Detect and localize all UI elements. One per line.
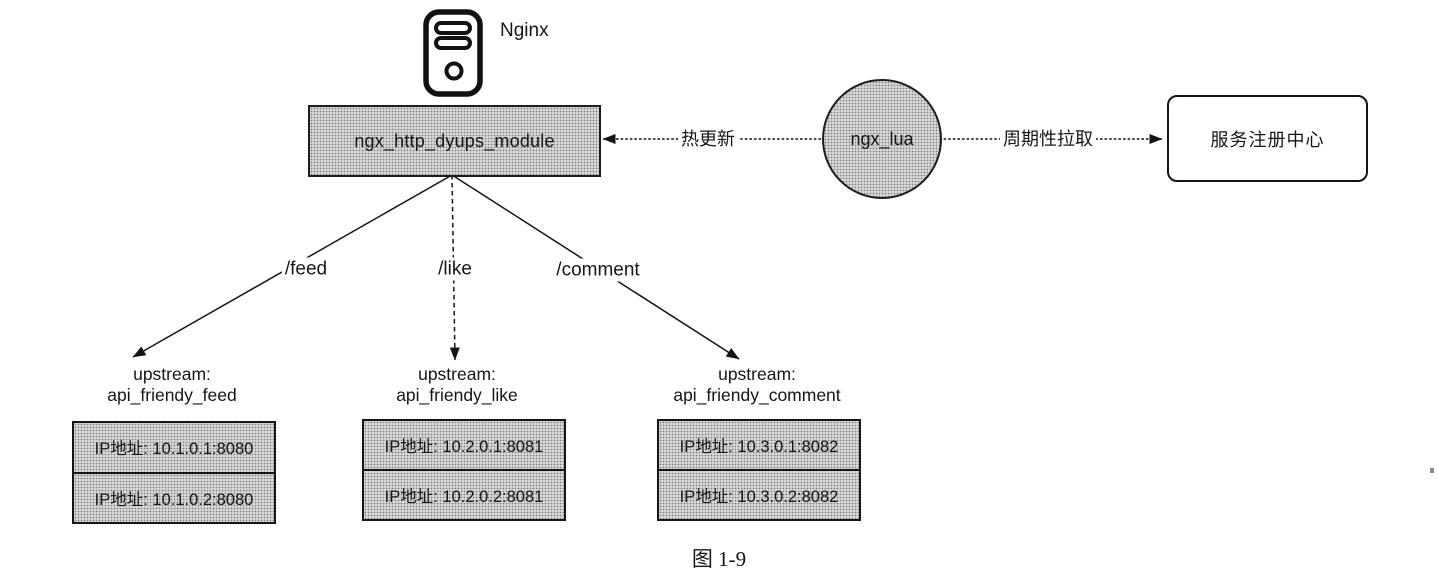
upstream-name: api_friendy_like [396,385,518,405]
upstream-servers-comment: IP地址: 10.3.0.1:8082 IP地址: 10.3.0.2:8082 [657,419,861,521]
service-registry-label: 服务注册中心 [1210,129,1325,150]
server-row: IP地址: 10.2.0.1:8081 [384,438,544,456]
hot-update-label: 热更新 [678,128,738,150]
upstream-name: api_friendy_comment [673,385,841,405]
upstream-prefix: upstream: [718,364,796,384]
server-row: IP地址: 10.3.0.2:8082 [659,469,859,519]
upstream-servers-feed: IP地址: 10.1.0.1:8080 IP地址: 10.1.0.2:8080 [72,421,276,524]
upstream-title-like: upstream: api_friendy_like [337,364,577,406]
nginx-label: Nginx [500,20,549,41]
ngx-lua-label: ngx_lua [850,128,914,149]
upstream-prefix: upstream: [133,364,211,384]
route-label-feed: /feed [281,257,331,281]
upstream-servers-like: IP地址: 10.2.0.1:8081 IP地址: 10.2.0.2:8081 [362,419,566,521]
upstream-title-comment: upstream: api_friendy_comment [637,364,877,406]
service-registry-node: 服务注册中心 [1167,95,1368,182]
server-row: IP地址: 10.1.0.2:8080 [74,471,274,523]
figure-caption: 图 1-9 [691,547,747,571]
route-label-comment: /comment [553,258,643,282]
server-row: IP地址: 10.2.0.2:8081 [364,469,564,519]
upstream-prefix: upstream: [418,364,496,384]
periodic-pull-label: 周期性拉取 [1000,128,1096,150]
server-icon [423,9,483,97]
dyups-module-label: ngx_http_dyups_module [354,130,555,151]
upstream-name: api_friendy_feed [107,385,237,405]
dyups-module-node: ngx_http_dyups_module [308,105,601,177]
ngx-lua-node: ngx_lua [822,79,942,199]
server-row: IP地址: 10.1.0.1:8080 [94,440,254,459]
server-row: IP地址: 10.3.0.1:8082 [679,438,839,456]
upstream-title-feed: upstream: api_friendy_feed [52,364,292,406]
edge-route-like [449,174,460,361]
route-label-like: /like [435,257,475,281]
scan-artifact [1430,468,1434,473]
